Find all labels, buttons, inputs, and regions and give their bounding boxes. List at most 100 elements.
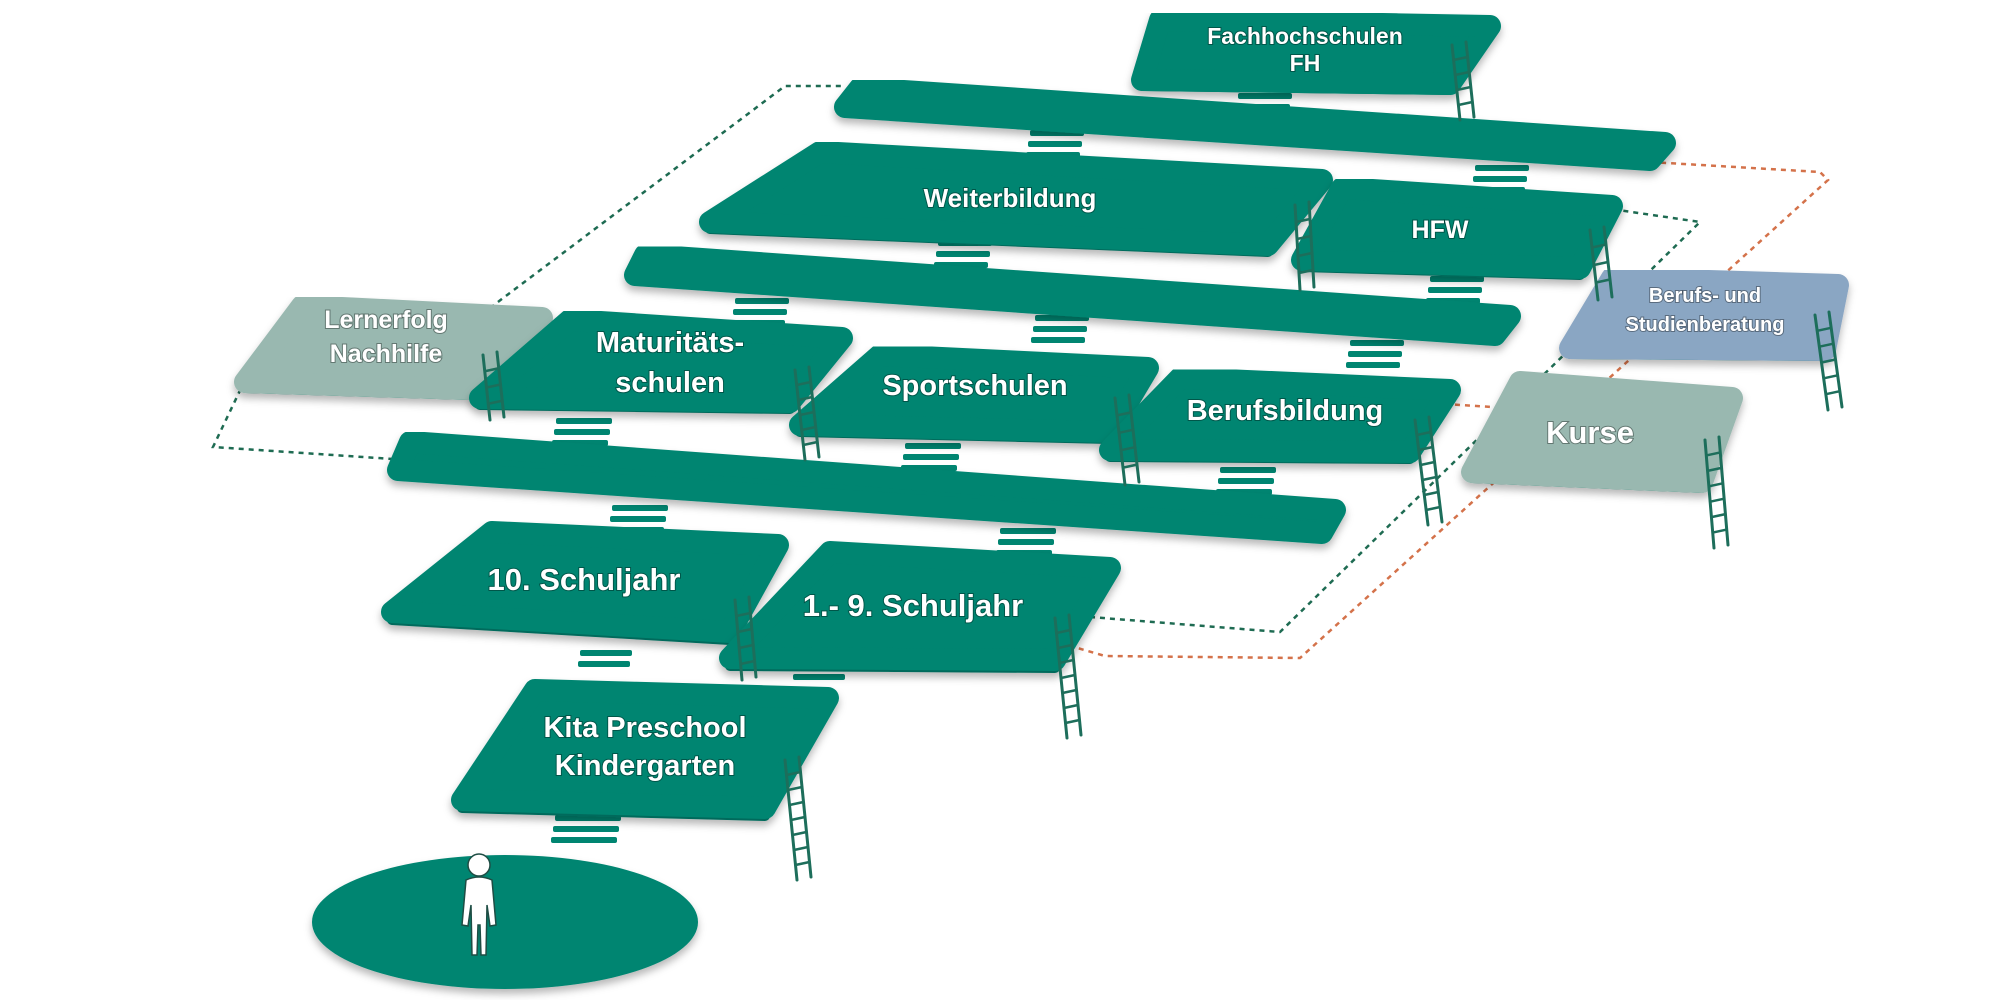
ladder-sport-rung [1119,445,1137,452]
ladder-sport-rail-right [1127,393,1141,484]
platform-fh [1131,9,1501,95]
ladder-lernerfolg-rung [483,367,500,373]
ladder-sport-rail-left [1113,396,1127,487]
ladder-hfw-rung [1592,260,1610,267]
stairs-schuljahr10-step [578,661,630,667]
ladder-lernerfolg-rung [485,383,502,389]
ladder-beratung-rung [1820,358,1837,364]
platforms-layer [234,9,1849,882]
ladder-fh [1450,40,1476,122]
ladder-kurse-rail-right [1717,435,1730,547]
platform-schuljahr1-9-top [719,541,1121,671]
platform-stage4-bar [834,77,1676,171]
platform-sport-top [789,344,1159,443]
stairs-maturitaet-step [554,429,610,435]
ladder-schuljahr1-9-rung [1055,628,1072,635]
ladder-fh-rung [1453,70,1471,77]
ladder-weiterbildung-rung [1294,217,1312,224]
label-lernerfolg-line1: Lernerfolg [324,306,448,334]
label-beratung-line1: Berufs- und [1649,285,1761,307]
ladder-schuljahr10-rung [737,643,755,650]
stairs-berufsbildung-step [1220,467,1276,473]
labels-layer: Fachhochschulen FH Weiterbildung HFW Ber… [323,22,1785,783]
label-kurse: Kurse [1546,415,1634,450]
stairs-weiterbildung-step [936,251,990,257]
ladder-kurse-rung [1705,451,1722,457]
ladder-kita-rung [791,830,808,837]
platform-stage2-bar-top [387,431,1346,544]
platform-hfw [1291,177,1623,280]
label-kita-line2: Kindergarten [555,750,735,782]
label-maturitaet-line2: schulen [615,367,725,399]
stairs-stage3-mid-step [1031,337,1085,343]
stairs-stage3-right-step [1350,340,1404,346]
ladder-hfw-rung [1594,278,1612,284]
platform-stage3-bar-top [624,244,1521,346]
ladder-kita-rung [789,815,807,822]
ladder-beratung-rung [1822,374,1839,380]
ladder-schuljahr1-9-rung [1061,688,1078,695]
ladder-beratung-rung [1824,389,1842,396]
ladder-hfw-rung [1590,243,1608,249]
ladder-kita [783,755,813,882]
stairs-berufsbildung [1216,467,1276,495]
platform-beratung [1559,267,1849,361]
ladder-sport-rung [1115,411,1133,417]
ladder-weiterbildung-rail-right [1307,200,1316,289]
stairs-sport-step [903,454,959,460]
label-schuljahr1-9: 1.- 9. Schuljahr [803,588,1024,623]
ladder-schuljahr10-rail-left [733,598,744,682]
stairs-stage3-right [1346,340,1404,368]
stairs-schuljahr10-step [580,650,632,656]
ladder-kurse [1703,435,1730,550]
ladder-beratung-rung [1815,326,1833,333]
stairs-stage4-right-step [1475,165,1529,171]
label-weiterbildung: Weiterbildung [924,183,1097,213]
label-beratung-line2: Studienberatung [1626,314,1785,336]
label-fh-line1: Fachhochschulen [1207,23,1403,49]
ladder-schuljahr1-9-rung [1056,643,1074,650]
ladder-weiterbildung-rung [1297,268,1315,275]
ladder-kurse-rail-left [1703,438,1716,550]
ladder-berufsbildung-rung [1415,430,1433,437]
person-icon [461,853,497,956]
ladder-hfw [1588,225,1614,302]
ladder-sport-rung [1121,463,1139,469]
stairs-sport-step [905,443,961,449]
path-green-loop [211,379,409,462]
ladder-fh-rail-left [1450,43,1462,122]
ladder-kurse-rung [1707,482,1725,488]
stairs-fh-step [1238,93,1292,99]
ladder-maturitaet-rung [795,380,812,387]
platform-hfw-top [1291,177,1623,279]
ladder-lernerfolg [481,350,506,422]
stairs-maturitaet [552,418,612,446]
label-maturitaet-line1: Maturitäts- [596,327,744,359]
ladder-maturitaet-rung [797,395,814,402]
ladder-fh-rung [1452,55,1469,62]
platform-weiterbildung [699,141,1333,257]
platform-schuljahr10 [381,521,789,645]
platform-weiterbildung-top [699,141,1333,256]
ladder-maturitaet-rung [802,440,819,447]
ladder-schuljahr1-9-rung [1062,703,1080,710]
stairs-berufsbildung-step [1218,478,1274,484]
platform-kurse [1461,371,1743,493]
ladder-berufsbildung-rung [1419,460,1436,467]
ladder-berufsbildung-rung [1421,475,1438,482]
label-hfw: HFW [1412,216,1469,244]
label-kita-line1: Kita Preschool [543,712,746,744]
platform-stage3-bar [624,244,1521,346]
ladder-kita-rung [785,770,802,777]
ladder-sport [1113,393,1141,487]
stairs-stage2-right-step [998,539,1054,545]
ladder-kita-rung [794,860,811,867]
ladder-schuljahr1-9-rung [1058,658,1075,665]
stairs-stage3-left-step [735,298,789,304]
stairs-stage4-right-step [1473,176,1527,182]
ladder-maturitaet [793,365,821,462]
ladder-berufsbildung-rung [1423,490,1440,497]
ladder-schuljahr1-9 [1053,613,1083,740]
ladder-weiterbildung-rung [1296,251,1314,258]
